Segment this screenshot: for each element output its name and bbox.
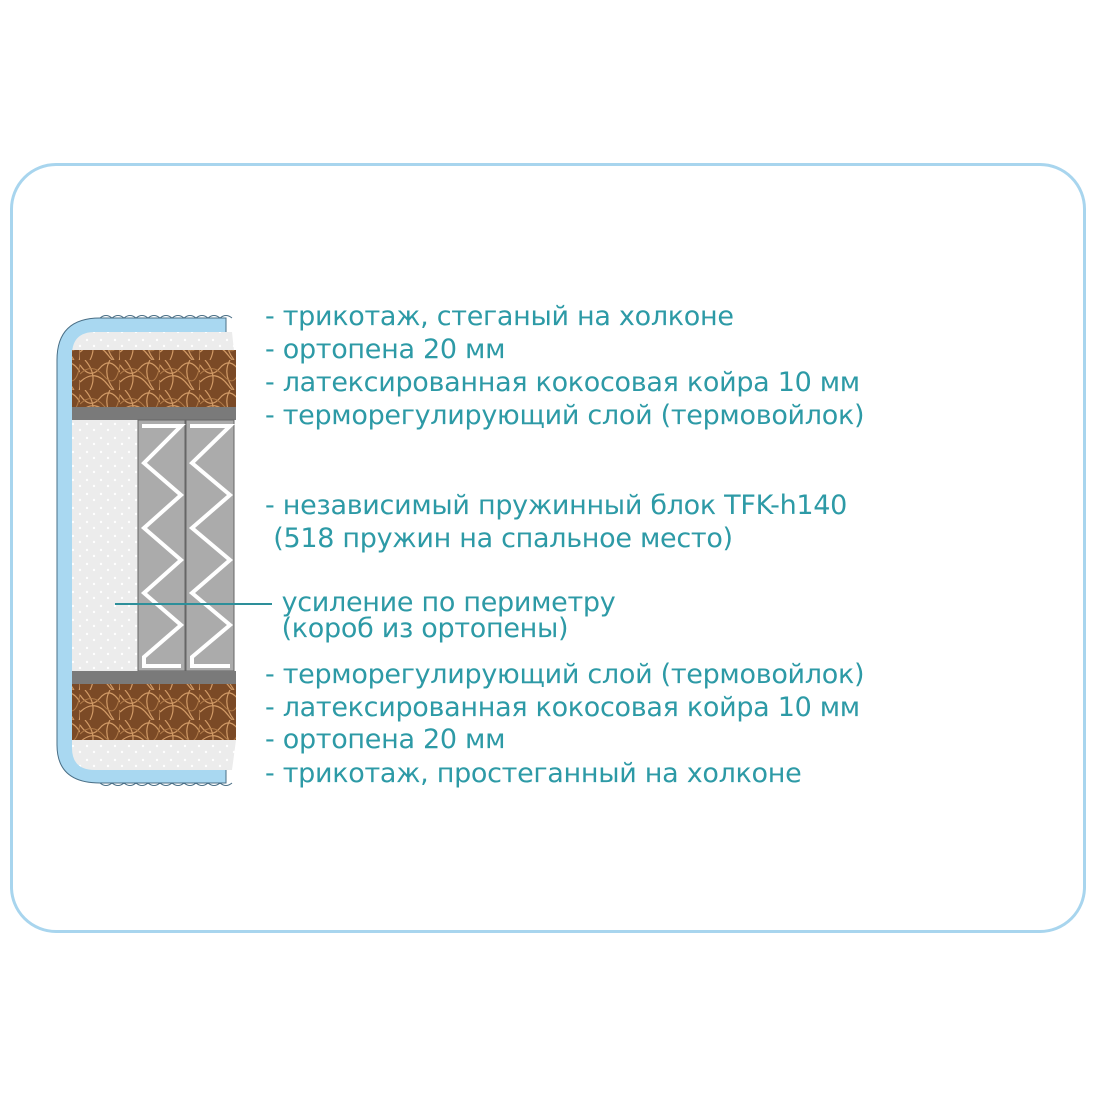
bottom-felt-layer [72,671,236,684]
spring-block [137,419,235,672]
bottom-coir-layer [72,684,236,740]
label-bottom-coir: - латексированная кокосовая койра 10 мм [265,692,860,723]
label-perimeter-box: (короб из ортопены) [265,613,569,644]
perimeter-foam-box [72,420,138,671]
label-bottom-felt: - терморегулирующий слой (термовойлок) [265,659,865,690]
label-top-felt: - терморегулирующий слой (термовойлок) [265,400,865,431]
cover-quilt-edge-bottom [99,782,233,786]
bottom-foam-layer [72,740,236,770]
spring-coil [140,424,186,668]
label-top-foam: - ортопена 20 мм [265,334,506,365]
label-bottom-foam: - ортопена 20 мм [265,724,506,755]
spring-coil [188,424,235,668]
label-spring-block: - независимый пружинный блок TFK-h140 [265,490,848,521]
label-spring-count: (518 пружин на спальное место) [265,523,733,554]
top-felt-layer [72,407,236,420]
top-coir-layer [72,350,236,407]
rounded-frame [10,163,1086,933]
label-top-knit: - трикотаж, стеганый на холконе [265,301,734,332]
label-bottom-knit: - трикотаж, простеганный на холконе [265,758,802,789]
cover-quilt-edge-top [99,315,233,319]
label-top-coir: - латексированная кокосовая койра 10 мм [265,367,860,398]
label-perimeter: усиление по периметру [265,587,616,618]
